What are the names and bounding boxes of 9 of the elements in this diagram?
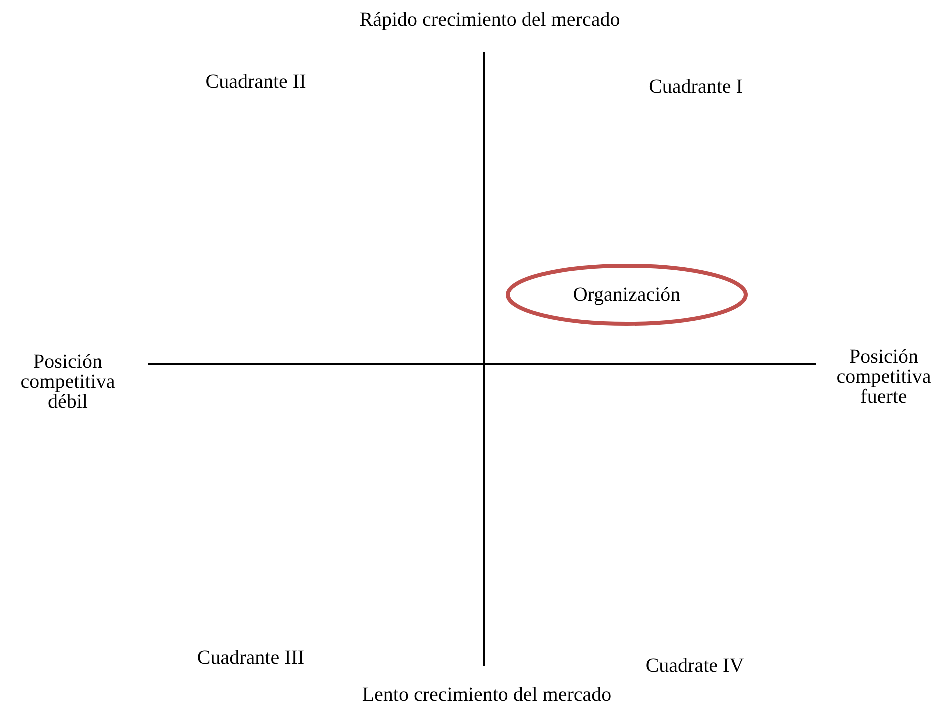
quadrant-label: Lento crecimiento del mercado	[361, 685, 613, 705]
quadrant-label: Rápido crecimiento del mercado	[358, 10, 622, 30]
node-label: Organización	[573, 284, 681, 306]
quadrant-label: Cuadrate IV	[644, 656, 746, 676]
quadrant-label: Cuadrante III	[196, 648, 306, 668]
quadrant-label: Cuadrante I	[648, 77, 744, 97]
axis-end-label: Posición competitiva débil	[20, 352, 116, 412]
quadrant-label: Cuadrante II	[204, 72, 308, 92]
axis-end-label: Posición competitiva fuerte	[836, 347, 932, 407]
